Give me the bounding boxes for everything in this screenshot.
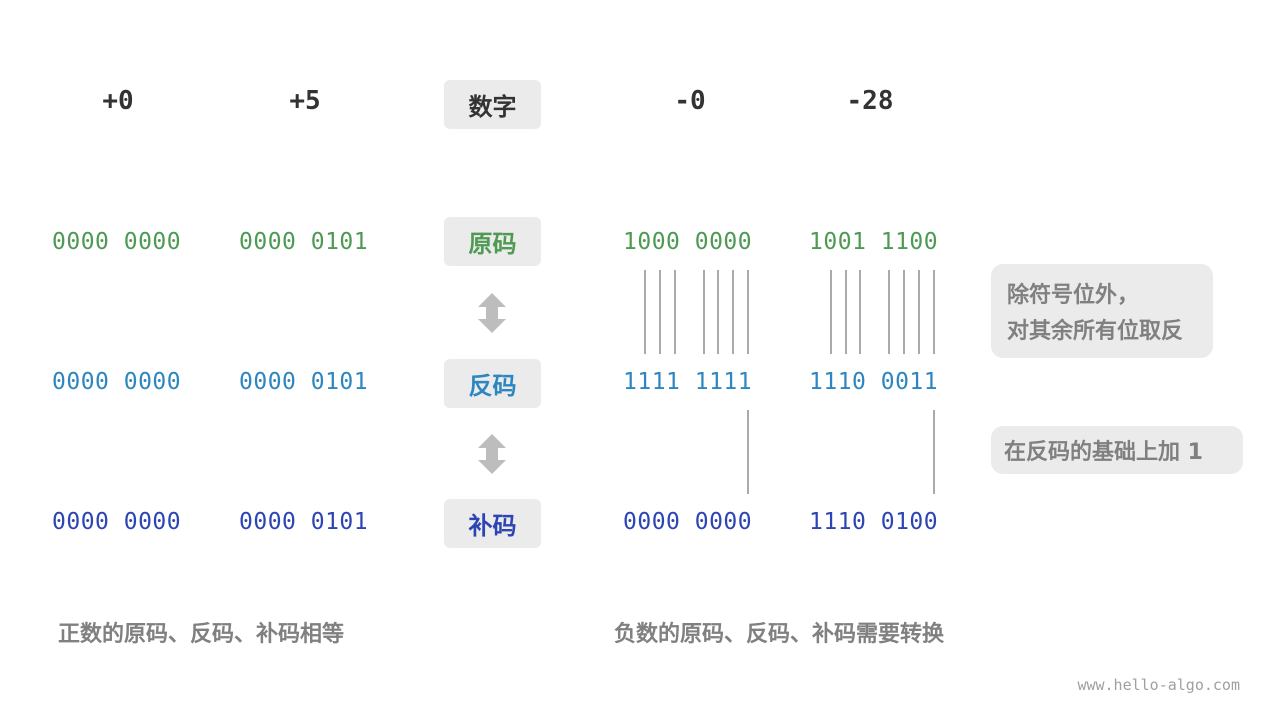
invert-note-line1: 除符号位外， — [1007, 283, 1140, 308]
twos-pos5: 0000 0101 — [239, 509, 369, 535]
row-label-twos-box: 补码 — [444, 499, 541, 548]
double-arrow-vertical-icon — [478, 434, 506, 474]
caption-positive: 正数的原码、反码、补码相等 — [58, 622, 345, 647]
ones-neg28: 1110 0011 — [809, 369, 939, 395]
add-one-note: 在反码的基础上加 1 — [991, 426, 1243, 474]
invert-bit-lines — [644, 270, 935, 354]
original-neg28: 1001 1100 — [809, 229, 939, 255]
invert-note-line2: 对其余所有位取反 — [1007, 319, 1184, 344]
invert-note: 除符号位外， 对其余所有位取反 — [991, 264, 1213, 358]
add-one-note-text: 在反码的基础上加 1 — [1004, 440, 1203, 465]
header-label-box: 数字 — [444, 80, 541, 129]
ones-pos0: 0000 0000 — [52, 369, 182, 395]
row-label-ones: 反码 — [468, 372, 517, 400]
header-neg0: -0 — [674, 86, 706, 116]
caption-negative: 负数的原码、反码、补码需要转换 — [614, 622, 945, 647]
ones-neg0: 1111 1111 — [623, 369, 753, 395]
add-one-lines — [747, 410, 935, 494]
header-neg28: -28 — [846, 86, 894, 116]
ones-pos5: 0000 0101 — [239, 369, 369, 395]
header-pos0: +0 — [102, 86, 134, 116]
original-neg0: 1000 0000 — [623, 229, 753, 255]
original-pos0: 0000 0000 — [52, 229, 182, 255]
twos-pos0: 0000 0000 — [52, 509, 182, 535]
twos-neg28: 1110 0100 — [809, 509, 939, 535]
header-label: 数字 — [468, 93, 517, 121]
watermark: www.hello-algo.com — [1077, 676, 1240, 694]
row-label-original: 原码 — [468, 230, 517, 258]
original-pos5: 0000 0101 — [239, 229, 369, 255]
row-label-twos: 补码 — [468, 512, 517, 540]
double-arrow-vertical-icon — [478, 293, 506, 333]
row-label-ones-box: 反码 — [444, 359, 541, 408]
twos-neg0: 0000 0000 — [623, 509, 753, 535]
header-pos5: +5 — [289, 86, 321, 116]
row-label-original-box: 原码 — [444, 217, 541, 266]
